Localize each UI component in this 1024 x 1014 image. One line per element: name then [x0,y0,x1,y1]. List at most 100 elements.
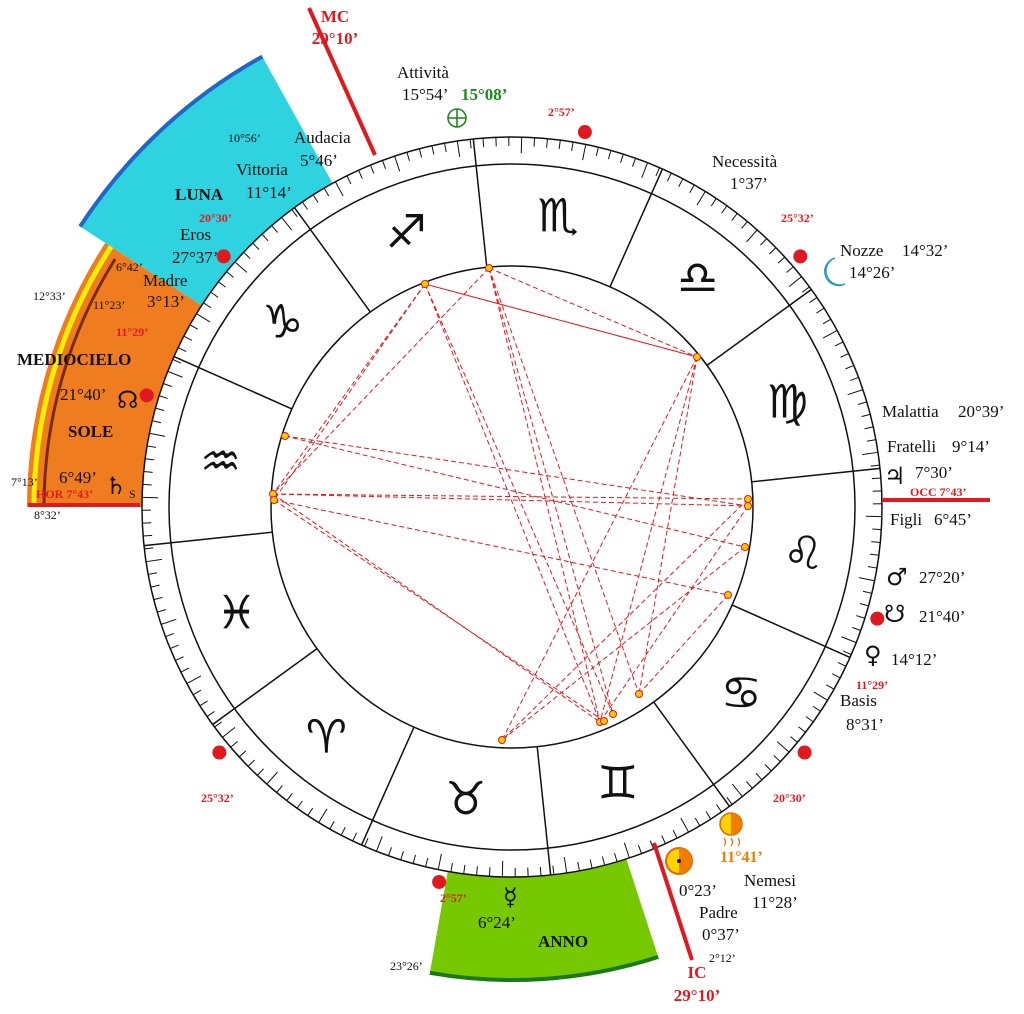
degree-tick [175,656,184,661]
degree-tick [872,528,882,531]
part-fratelli-name: Fratelli [887,437,936,456]
degree-tick [444,143,447,153]
degree-tick [777,256,786,264]
sole-start: 12°33’ [33,289,66,303]
anno-start: 23°26’ [390,959,423,973]
degree-tick [418,148,423,158]
sign-vergine-icon: ♍ [767,374,808,428]
ic-value: 29°10’ [674,986,720,1005]
degree-tick [649,840,655,850]
degree-tick [143,534,153,537]
degree-tick [755,772,763,781]
anno-sector [429,858,659,982]
aspect-point [741,543,749,551]
degree-tick [312,194,319,203]
degree-tick [813,691,828,701]
sign-divider [653,701,731,807]
sign-sagittario-icon: ♐ [386,205,427,259]
sole-end: 7°13’ [11,475,38,489]
aspect-line [424,283,614,715]
degree-tick [858,577,875,582]
aspect-line [273,499,729,596]
part-nemesi-name: Nemesi [744,871,796,890]
aspect-point [281,432,289,440]
degree-tick [837,661,847,667]
venus-icon: ♀ [864,641,882,669]
degree-tick [281,217,293,231]
cusp-label-2: 25°32’ [781,211,814,225]
degree-tick [210,291,219,298]
part-basis-name: Basis [840,691,877,710]
sole-name: SOLE [68,422,113,441]
aspect-point [635,690,643,698]
degree-tick [302,201,308,210]
degree-tick [746,229,758,243]
degree-tick [620,153,624,163]
degree-tick [143,471,153,473]
degree-tick [849,376,859,382]
degree-tick [864,426,874,430]
degree-tick [369,164,375,174]
sign-divider [731,604,851,659]
jupiter-value: 7°30’ [915,463,953,482]
degree-tick [831,673,841,679]
degree-tick [286,793,293,801]
aspect-line [638,594,729,695]
degree-tick [834,341,844,347]
degree-tick [476,866,478,876]
degree-tick [871,541,881,543]
degree-tick [773,755,781,763]
aspect-line [272,267,490,495]
aspect-line [501,546,746,741]
degree-tick [450,862,453,873]
degree-tick [716,804,722,813]
aspect-line [273,283,426,501]
degree-tick [632,158,636,167]
mc-axis-line [307,7,377,156]
part-fratelli-value: 9°14’ [952,437,990,456]
part-malattia-name: Malattia [882,402,939,421]
degree-tick [183,335,193,341]
degree-tick [261,233,269,242]
degree-tick [661,835,666,844]
degree-tick [862,590,872,594]
degree-tick [696,191,706,206]
aspect-line [273,499,605,722]
sign-pesci-icon: ♓ [216,586,257,640]
degree-tick [186,675,202,684]
degree-tick [822,330,838,339]
part-attivita-name: Attività [397,63,449,82]
sun-icon [665,847,693,875]
degree-tick [788,276,802,288]
degree-tick [705,811,712,820]
degree-tick [589,859,593,869]
aspect-point [485,264,493,272]
degree-tick [192,689,202,696]
degree-tick [146,445,157,448]
aspect-line [599,356,698,723]
sole-end2: 8°32’ [34,508,61,522]
house-cusp-dot [212,745,227,760]
degree-tick [582,144,587,161]
sign-toro-icon: ♉ [445,771,486,825]
aspect-line [488,267,601,723]
anno-name: ANNO [538,932,588,951]
sign-scorpione-icon: ♏ [538,189,579,243]
aspect-point [744,502,752,510]
house-cusp-dot [577,125,592,140]
aspect-line [599,505,749,723]
aspect-line [272,493,749,507]
part-padre-name: Padre [699,903,738,922]
mars-icon: ♂ [886,563,908,591]
aspect-line [488,267,614,715]
sole-start2: 11°23’ [93,298,125,312]
degree-tick [614,852,618,862]
degree-tick [323,187,330,197]
luna-name: LUNA [175,185,224,204]
sign-divider [143,531,273,547]
degree-tick [867,566,878,569]
aspect-line [272,493,601,723]
degree-tick [845,364,855,370]
degree-tick [680,817,689,833]
